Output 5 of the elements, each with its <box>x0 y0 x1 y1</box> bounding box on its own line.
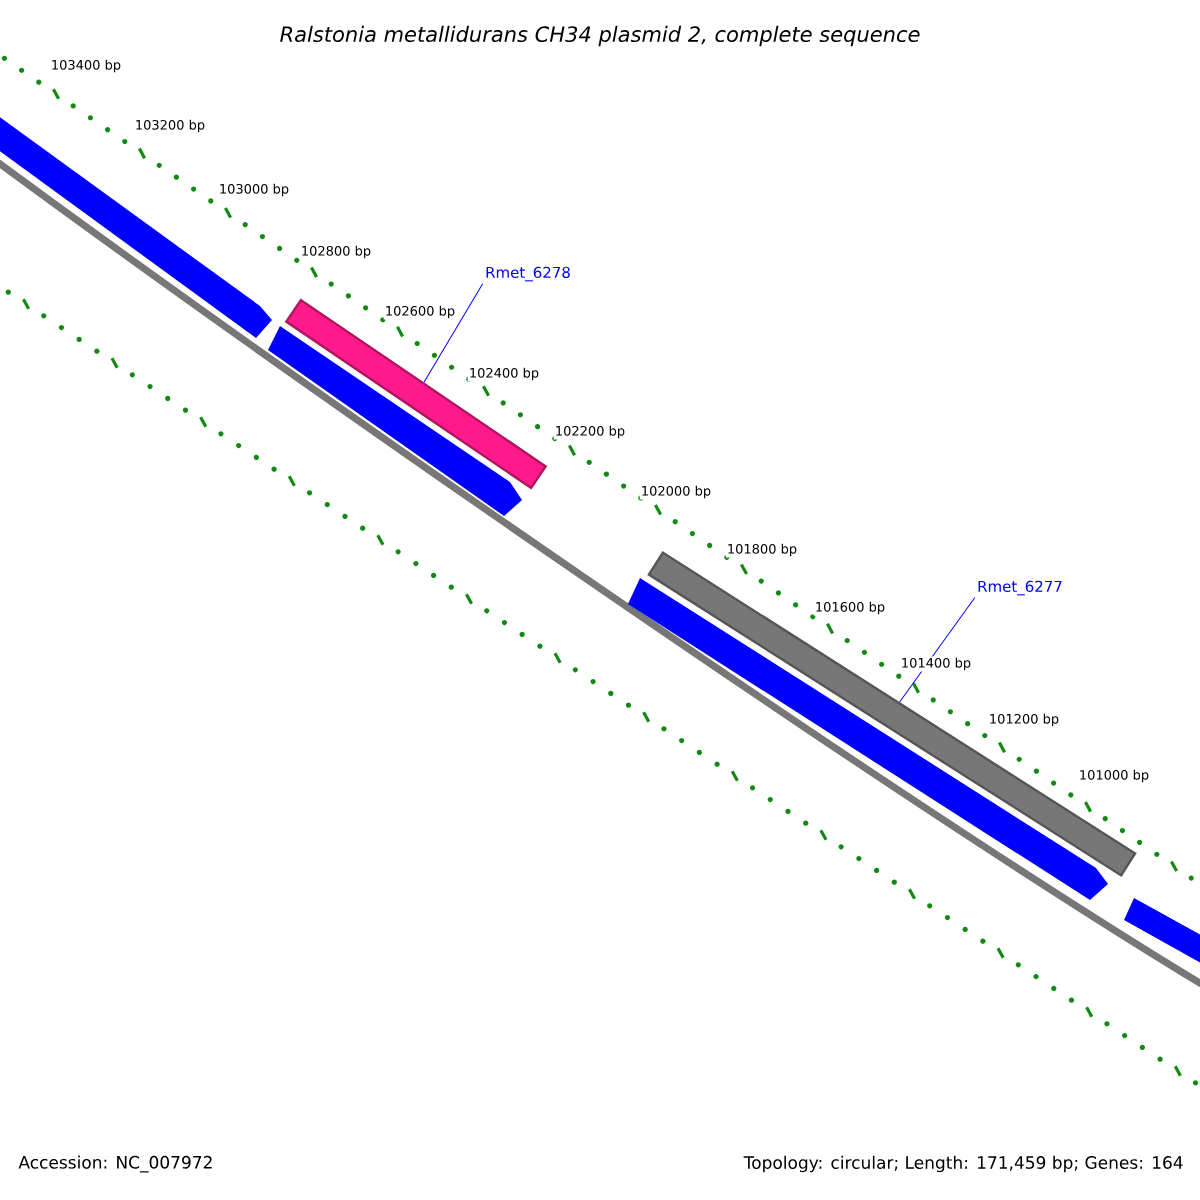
leader-line <box>899 597 976 703</box>
title: Ralstonia metallidurans CH34 plasmid 2, complete sequence <box>280 25 920 47</box>
leader-line <box>423 283 484 383</box>
accession-text: Accession: NC_007972 <box>18 1155 212 1173</box>
summary-text: Topology: circular; Length: 171,459 bp; Genes: 164 <box>743 1155 1183 1173</box>
